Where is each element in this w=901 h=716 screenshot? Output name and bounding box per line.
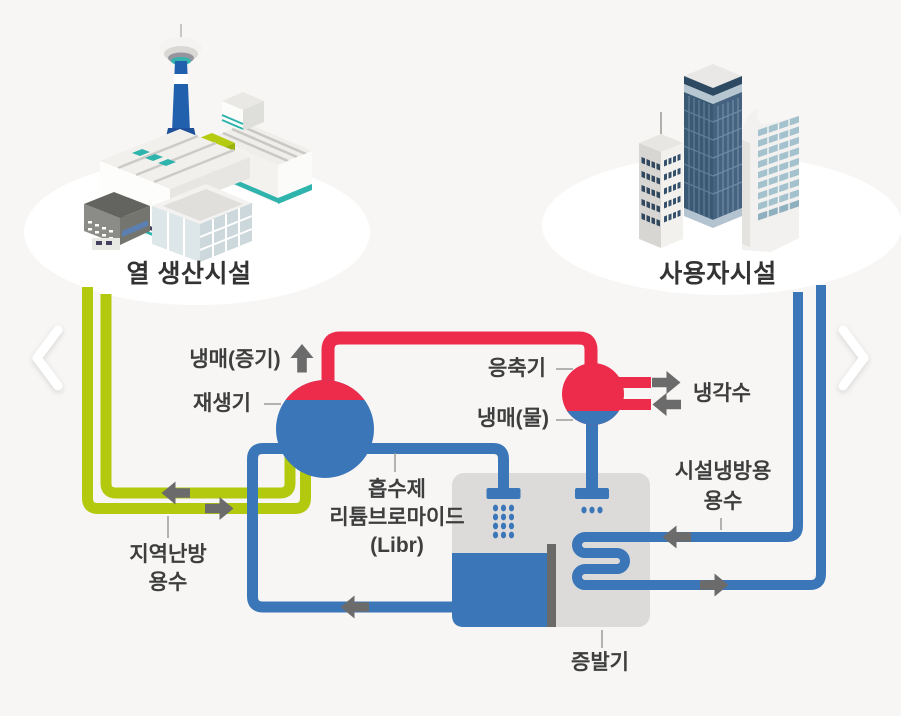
carousel-prev-button[interactable] [25, 322, 73, 394]
district-heating-supply-pipe [82, 287, 311, 514]
steam-pipe [321, 331, 598, 392]
district-heating-return-pipe [100, 294, 296, 499]
absorbent-flow-arrow [340, 595, 369, 619]
district-supply-arrow [205, 497, 234, 520]
carousel-next-button[interactable] [828, 322, 876, 394]
cooling-water-out-arrow [652, 371, 681, 394]
spray-nozzles [486, 488, 609, 539]
label-pointer-lines [167, 368, 722, 648]
regenerator-vessel [276, 379, 374, 478]
heat-plant-illustration [84, 24, 312, 262]
user-facility-illustration [639, 64, 799, 252]
user-facility-platform [542, 155, 901, 295]
steam-up-arrow [290, 344, 314, 373]
absorbent-loop-pipe [247, 443, 509, 613]
cold-water-pipes [247, 285, 826, 613]
district-heating-pipes [82, 287, 311, 514]
absorbent-pool [452, 553, 547, 627]
chevron-right-icon [838, 325, 869, 391]
vessel-divider [547, 544, 556, 627]
droplets [492, 504, 603, 539]
chilled-water-in-arrow [662, 525, 691, 549]
condenser-vessel [562, 363, 624, 425]
chilled-water-out-arrow [700, 573, 729, 597]
chevron-left-icon [32, 325, 63, 391]
facility-cooling-loop-pipe [572, 285, 826, 590]
cooling-water-in-arrow [652, 393, 681, 416]
district-return-arrow [161, 481, 190, 505]
